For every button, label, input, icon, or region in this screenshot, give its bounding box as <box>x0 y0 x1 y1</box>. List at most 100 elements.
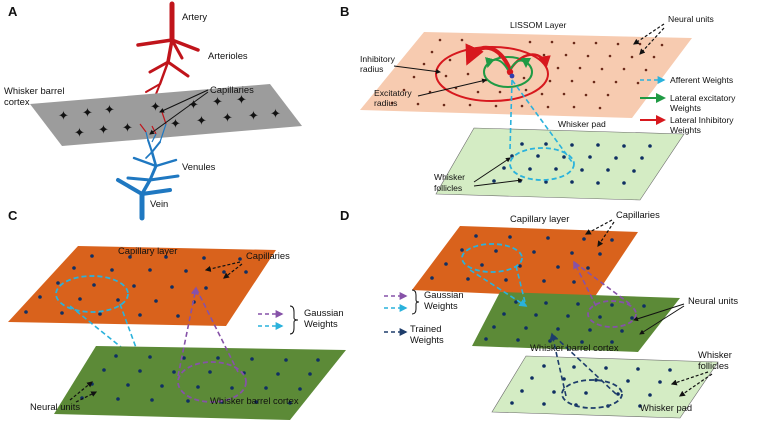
arrow-capillaries-c2 <box>223 263 243 279</box>
lissom-layer <box>360 32 692 118</box>
cortex-slab <box>30 84 302 146</box>
arrow-follicles-d2 <box>679 373 713 397</box>
label-neural-units-c: Neural units <box>30 401 80 412</box>
label-vein: Vein <box>150 198 168 209</box>
center-neuron-afferent <box>509 73 515 79</box>
label-neural-units-d: Neural units <box>688 295 738 306</box>
panel-d: D Capillary layer <box>340 208 738 419</box>
arrow-follicles-d1 <box>670 371 709 386</box>
arrow-capillaries-c1 <box>204 261 241 272</box>
svg-text:✦: ✦ <box>122 120 133 135</box>
svg-text:✦: ✦ <box>104 102 115 117</box>
label-follicles-d-line1: Whisker <box>698 349 732 360</box>
label-inhibitory-line2: radius <box>360 64 383 74</box>
projection-purple-d2 <box>573 261 631 305</box>
capillary-grid-d <box>430 234 614 284</box>
svg-text:✦: ✦ <box>82 105 93 120</box>
cortex-sparkles: ✦✦✦ ✦✦✦ ✦✦✦ ✦✦✦✦ ✦✦ <box>58 92 281 140</box>
label-lissom: LISSOM Layer <box>510 20 566 30</box>
lateral-inhibitory-arrow-1 <box>465 43 512 71</box>
arrow-capillaries-2 <box>149 91 209 135</box>
label-cortex-line2: cortex <box>4 96 30 107</box>
label-arterioles: Arterioles <box>208 50 248 61</box>
excitatory-radius-ring <box>483 56 533 88</box>
legend-gaussian-d-line1: Gaussian <box>424 289 464 300</box>
label-venules: Venules <box>182 161 216 172</box>
capillary-grid-c <box>24 254 248 318</box>
label-whisker-pad-b: Whisker pad <box>558 119 606 129</box>
svg-text:✦: ✦ <box>170 116 181 131</box>
legend-trained-line1: Trained <box>410 323 441 334</box>
projection-trained-d2 <box>551 333 617 395</box>
legend-excitatory-line1: Lateral excitatory <box>670 93 736 103</box>
legend-gaussian-c-line1: Gaussian <box>304 307 344 318</box>
legend-gaussian-d-line2: Weights <box>424 300 458 311</box>
panel-b: B LISSOM Layer <box>340 4 736 201</box>
label-capillary-layer-d: Capillary layer <box>510 213 569 224</box>
label-follicles-b-line2: follicles <box>434 183 462 193</box>
arrow-neural-units-b2 <box>639 27 665 55</box>
lateral-excitatory-arrow-1 <box>485 57 509 71</box>
label-capillaries-a: Capillaries <box>210 84 254 95</box>
legend-trained-line2: Weights <box>410 334 444 345</box>
panel-a-letter: A <box>8 4 18 19</box>
gaussian-field-cyan-d <box>461 243 523 273</box>
arrow-inhibitory <box>393 65 441 74</box>
cortex-layer-c <box>54 346 346 420</box>
arrow-follicles-b1 <box>473 157 511 183</box>
projection-trained-d1 <box>549 332 567 397</box>
label-capillaries-c: Capillaries <box>246 250 290 261</box>
panel-b-letter: B <box>340 4 349 19</box>
arrow-neural-units-d2 <box>639 305 685 335</box>
capillary-layer-c <box>8 246 276 326</box>
label-follicles-d-line2: follicles <box>698 360 729 371</box>
arrow-neural-units-d1 <box>633 303 685 322</box>
label-barrel-cortex-d: Whisker barrel cortex <box>530 342 619 353</box>
legend-b: Afferent Weights Lateral excitatory Weig… <box>640 75 736 135</box>
lissom-neuron-grid <box>390 38 664 110</box>
legend-inhibitory-line1: Lateral Inhibitory <box>670 115 734 125</box>
panel-d-letter: D <box>340 208 349 223</box>
arrow-excitatory <box>417 78 487 97</box>
label-cortex-line1: Whisker barrel <box>4 85 64 96</box>
legend-brace-d <box>411 289 420 315</box>
legend-brace-c <box>289 305 299 335</box>
svg-text:✦: ✦ <box>98 122 109 137</box>
legend-excitatory-line2: Weights <box>670 103 701 113</box>
label-whisker-pad-d: Whisker pad <box>640 402 692 413</box>
legend-afferent: Afferent Weights <box>670 75 733 85</box>
panel-c-letter: C <box>8 208 18 223</box>
label-capillaries-d: Capillaries <box>616 209 660 220</box>
svg-text:✦: ✦ <box>188 97 199 112</box>
projection-purple-d1 <box>573 260 597 307</box>
gaussian-field-cyan-c <box>55 275 129 313</box>
afferent-projection-left <box>509 79 513 151</box>
label-inhibitory-line1: Inhibitory <box>360 54 396 64</box>
whisker-follicle-grid <box>492 142 652 185</box>
arrow-capillaries-1 <box>159 89 209 113</box>
svg-text:✦: ✦ <box>212 94 223 109</box>
svg-text:✦: ✦ <box>236 92 247 107</box>
svg-text:✦: ✦ <box>74 125 85 140</box>
vein-tree <box>116 139 180 221</box>
svg-text:✦: ✦ <box>248 108 259 123</box>
panel-a: A ✦✦✦ ✦✦✦ ✦✦✦ ✦✦✦✦ ✦✦ <box>4 1 302 221</box>
arrow-neural-units-c1 <box>75 391 98 403</box>
capillary-links <box>139 111 167 143</box>
arrow-follicles-b2 <box>473 178 523 187</box>
projection-cyan-c2 <box>119 303 144 366</box>
label-excitatory-line1: Excitatory <box>374 88 412 98</box>
svg-text:✦: ✦ <box>270 106 281 121</box>
trained-field-d <box>561 379 623 409</box>
gaussian-field-purple-d <box>587 300 637 328</box>
label-capillary-layer-c: Capillary layer <box>118 245 177 256</box>
cortex-layer-d <box>472 292 680 352</box>
projection-cyan-d1 <box>469 269 528 307</box>
svg-text:✦: ✦ <box>196 113 207 128</box>
center-neuron <box>506 68 514 76</box>
gaussian-field-purple-c <box>177 361 247 403</box>
whisker-pad-layer-d <box>491 355 719 419</box>
lateral-excitatory-arrow-2 <box>509 57 531 71</box>
svg-text:✦: ✦ <box>58 108 69 123</box>
